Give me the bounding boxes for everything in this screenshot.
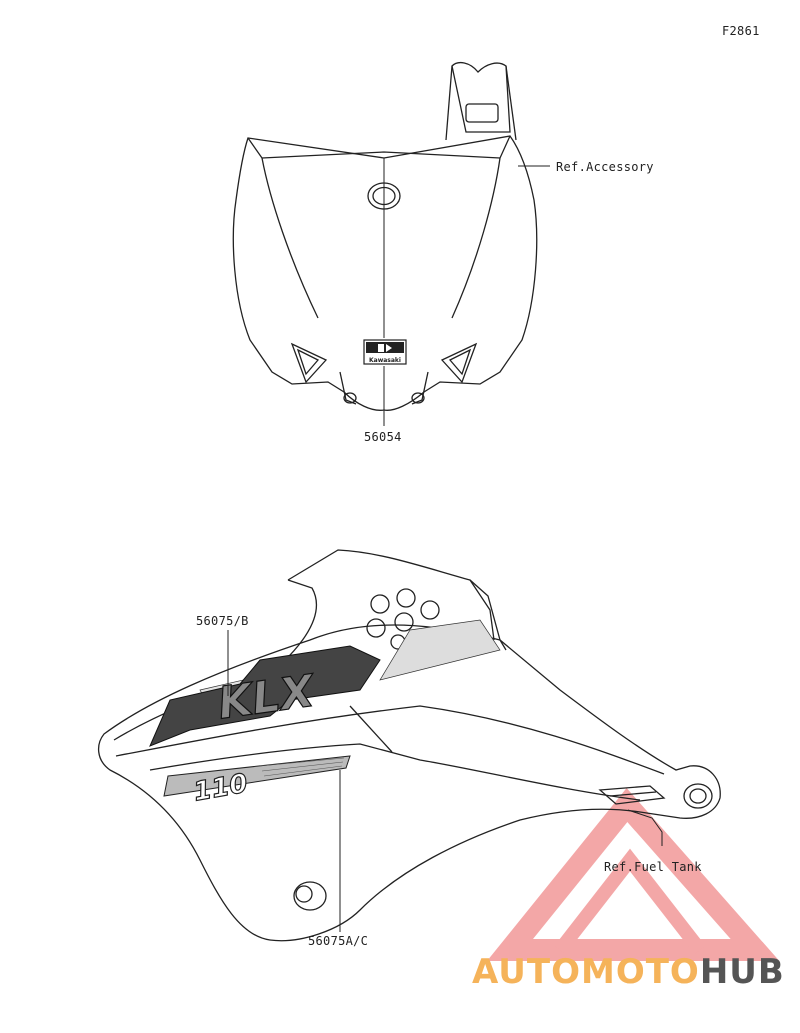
klx-decal: KLX xyxy=(149,645,381,747)
callout-56054[interactable]: 56054 xyxy=(364,430,402,444)
leader-lines-top xyxy=(383,158,550,426)
watermark-hub: HUB xyxy=(699,952,785,992)
kawasaki-decal-text: Kawasaki xyxy=(369,357,401,364)
110-decal: 110 xyxy=(163,755,351,808)
front-number-plate xyxy=(232,61,538,411)
figure-code: F2861 xyxy=(722,24,760,38)
klx-decal-text: KLX xyxy=(215,665,319,729)
leader-lines-bottom xyxy=(227,630,663,932)
callout-56075-b[interactable]: 56075/B xyxy=(196,614,249,628)
callout-56075a-c[interactable]: 56075A/C xyxy=(308,934,369,948)
watermark-moto: MOTO xyxy=(580,952,700,992)
kawasaki-decal: Kawasaki xyxy=(363,339,407,365)
watermark-text: AUTOMOTOHUB xyxy=(472,952,785,992)
watermark-logo-icon xyxy=(486,787,780,961)
plate-slot-icon xyxy=(465,103,499,123)
watermark-auto: AUTO xyxy=(472,952,581,992)
rear-mount-hole-icon xyxy=(683,783,713,809)
callout-ref-accessory[interactable]: Ref.Accessory xyxy=(556,160,654,174)
front-grommet-icon xyxy=(293,881,327,911)
radiator-shroud xyxy=(98,549,721,942)
callout-ref-fuel-tank[interactable]: Ref.Fuel Tank xyxy=(604,860,702,874)
